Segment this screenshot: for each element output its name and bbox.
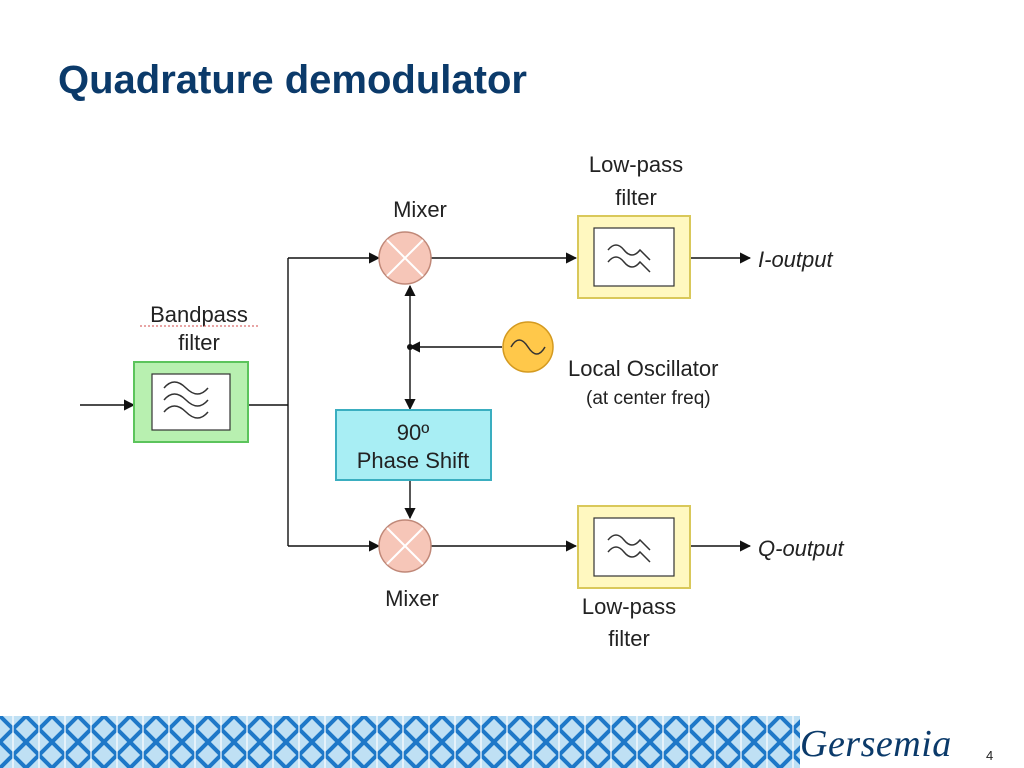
top-mixer-icon [378,231,432,285]
phase-shift-line-1: 90º [397,420,430,445]
oscillator-label: Local Oscillator [568,356,718,381]
bandpass-label-line-1: Bandpass [150,302,248,327]
phase-shift-block [335,409,492,481]
top-lowpass-label-line-2: filter [615,185,657,210]
page-title: Quadrature demodulator [58,58,527,102]
top-mixer-label: Mixer [393,197,447,222]
bottom-mixer-label: Mixer [385,586,439,611]
top-lowpass-filter-block [577,215,691,299]
bandpass-label-line-2: filter [178,330,220,355]
footer-pattern [0,716,800,768]
q-output-label: Q-output [758,536,844,561]
bottom-mixer-icon [378,519,432,573]
bottom-lowpass-filter-block [577,505,691,589]
local-oscillator-icon [502,321,554,373]
bandpass-wave-icon [163,381,209,419]
i-output-label: I-output [758,247,833,272]
phase-shift-line-2: Phase Shift [357,448,470,473]
bandpass-filter-block [133,361,249,443]
lowpass-wave-icon [607,244,651,273]
page-number: 4 [986,748,994,763]
bottom-lowpass-label-line-1: Low-pass [582,594,676,619]
junction-dot [407,344,413,350]
signal-lines [80,252,752,552]
oscillator-sublabel: (at center freq) [586,388,711,409]
top-lowpass-label-line-1: Low-pass [589,152,683,177]
brand-logo: Gersemia [800,723,952,765]
block-diagram: Bandpass filter Mixer Mixer Low-pass fil… [80,152,844,651]
lowpass-wave-icon [607,534,651,563]
bottom-lowpass-label-line-2: filter [608,626,650,651]
